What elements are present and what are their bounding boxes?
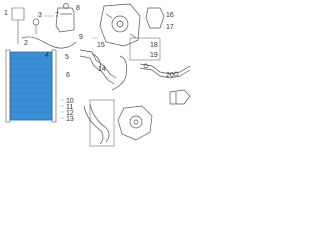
callout-18: 18 bbox=[150, 42, 158, 49]
heater-pipe bbox=[139, 63, 191, 79]
callout-17: 17 bbox=[166, 24, 174, 31]
bolt-top bbox=[32, 18, 40, 34]
parts-diagram: 1 2 3 4 5 6 7 8 9 10 11 12 13 14 15 16 1… bbox=[0, 0, 200, 147]
callout-5: 5 bbox=[65, 54, 69, 61]
leader-lines bbox=[44, 15, 98, 119]
callout-boxes bbox=[89, 37, 161, 147]
callout-4: 4 bbox=[45, 52, 49, 59]
callout-7: 7 bbox=[55, 12, 59, 19]
pipe-connector bbox=[169, 89, 191, 105]
callout-15: 15 bbox=[97, 42, 105, 49]
callout-8: 8 bbox=[76, 5, 80, 12]
callout-12: 12 bbox=[66, 110, 74, 117]
callout-19: 19 bbox=[150, 52, 158, 59]
callout-16: 16 bbox=[166, 12, 174, 19]
gasket bbox=[145, 7, 165, 29]
callout-1: 1 bbox=[4, 10, 8, 17]
callout-3: 3 bbox=[38, 12, 42, 19]
coolant-reservoir bbox=[55, 3, 75, 33]
callout-10: 10 bbox=[66, 98, 74, 105]
parts-illustration bbox=[5, 3, 191, 147]
callout-20: 20 bbox=[166, 72, 174, 79]
callout-6: 6 bbox=[66, 72, 70, 79]
callout-9: 9 bbox=[79, 34, 83, 41]
water-pump-housing bbox=[99, 3, 141, 47]
callout-11: 11 bbox=[66, 104, 74, 111]
mount-bracket bbox=[11, 7, 25, 44]
small-hose bbox=[91, 53, 128, 91]
callout-2: 2 bbox=[24, 40, 28, 47]
thermostat-housing bbox=[117, 105, 153, 141]
radiator bbox=[5, 49, 57, 123]
callout-13: 13 bbox=[66, 116, 74, 123]
callout-14: 14 bbox=[98, 66, 106, 73]
overflow-hose bbox=[21, 36, 77, 49]
lower-hose bbox=[83, 103, 110, 145]
